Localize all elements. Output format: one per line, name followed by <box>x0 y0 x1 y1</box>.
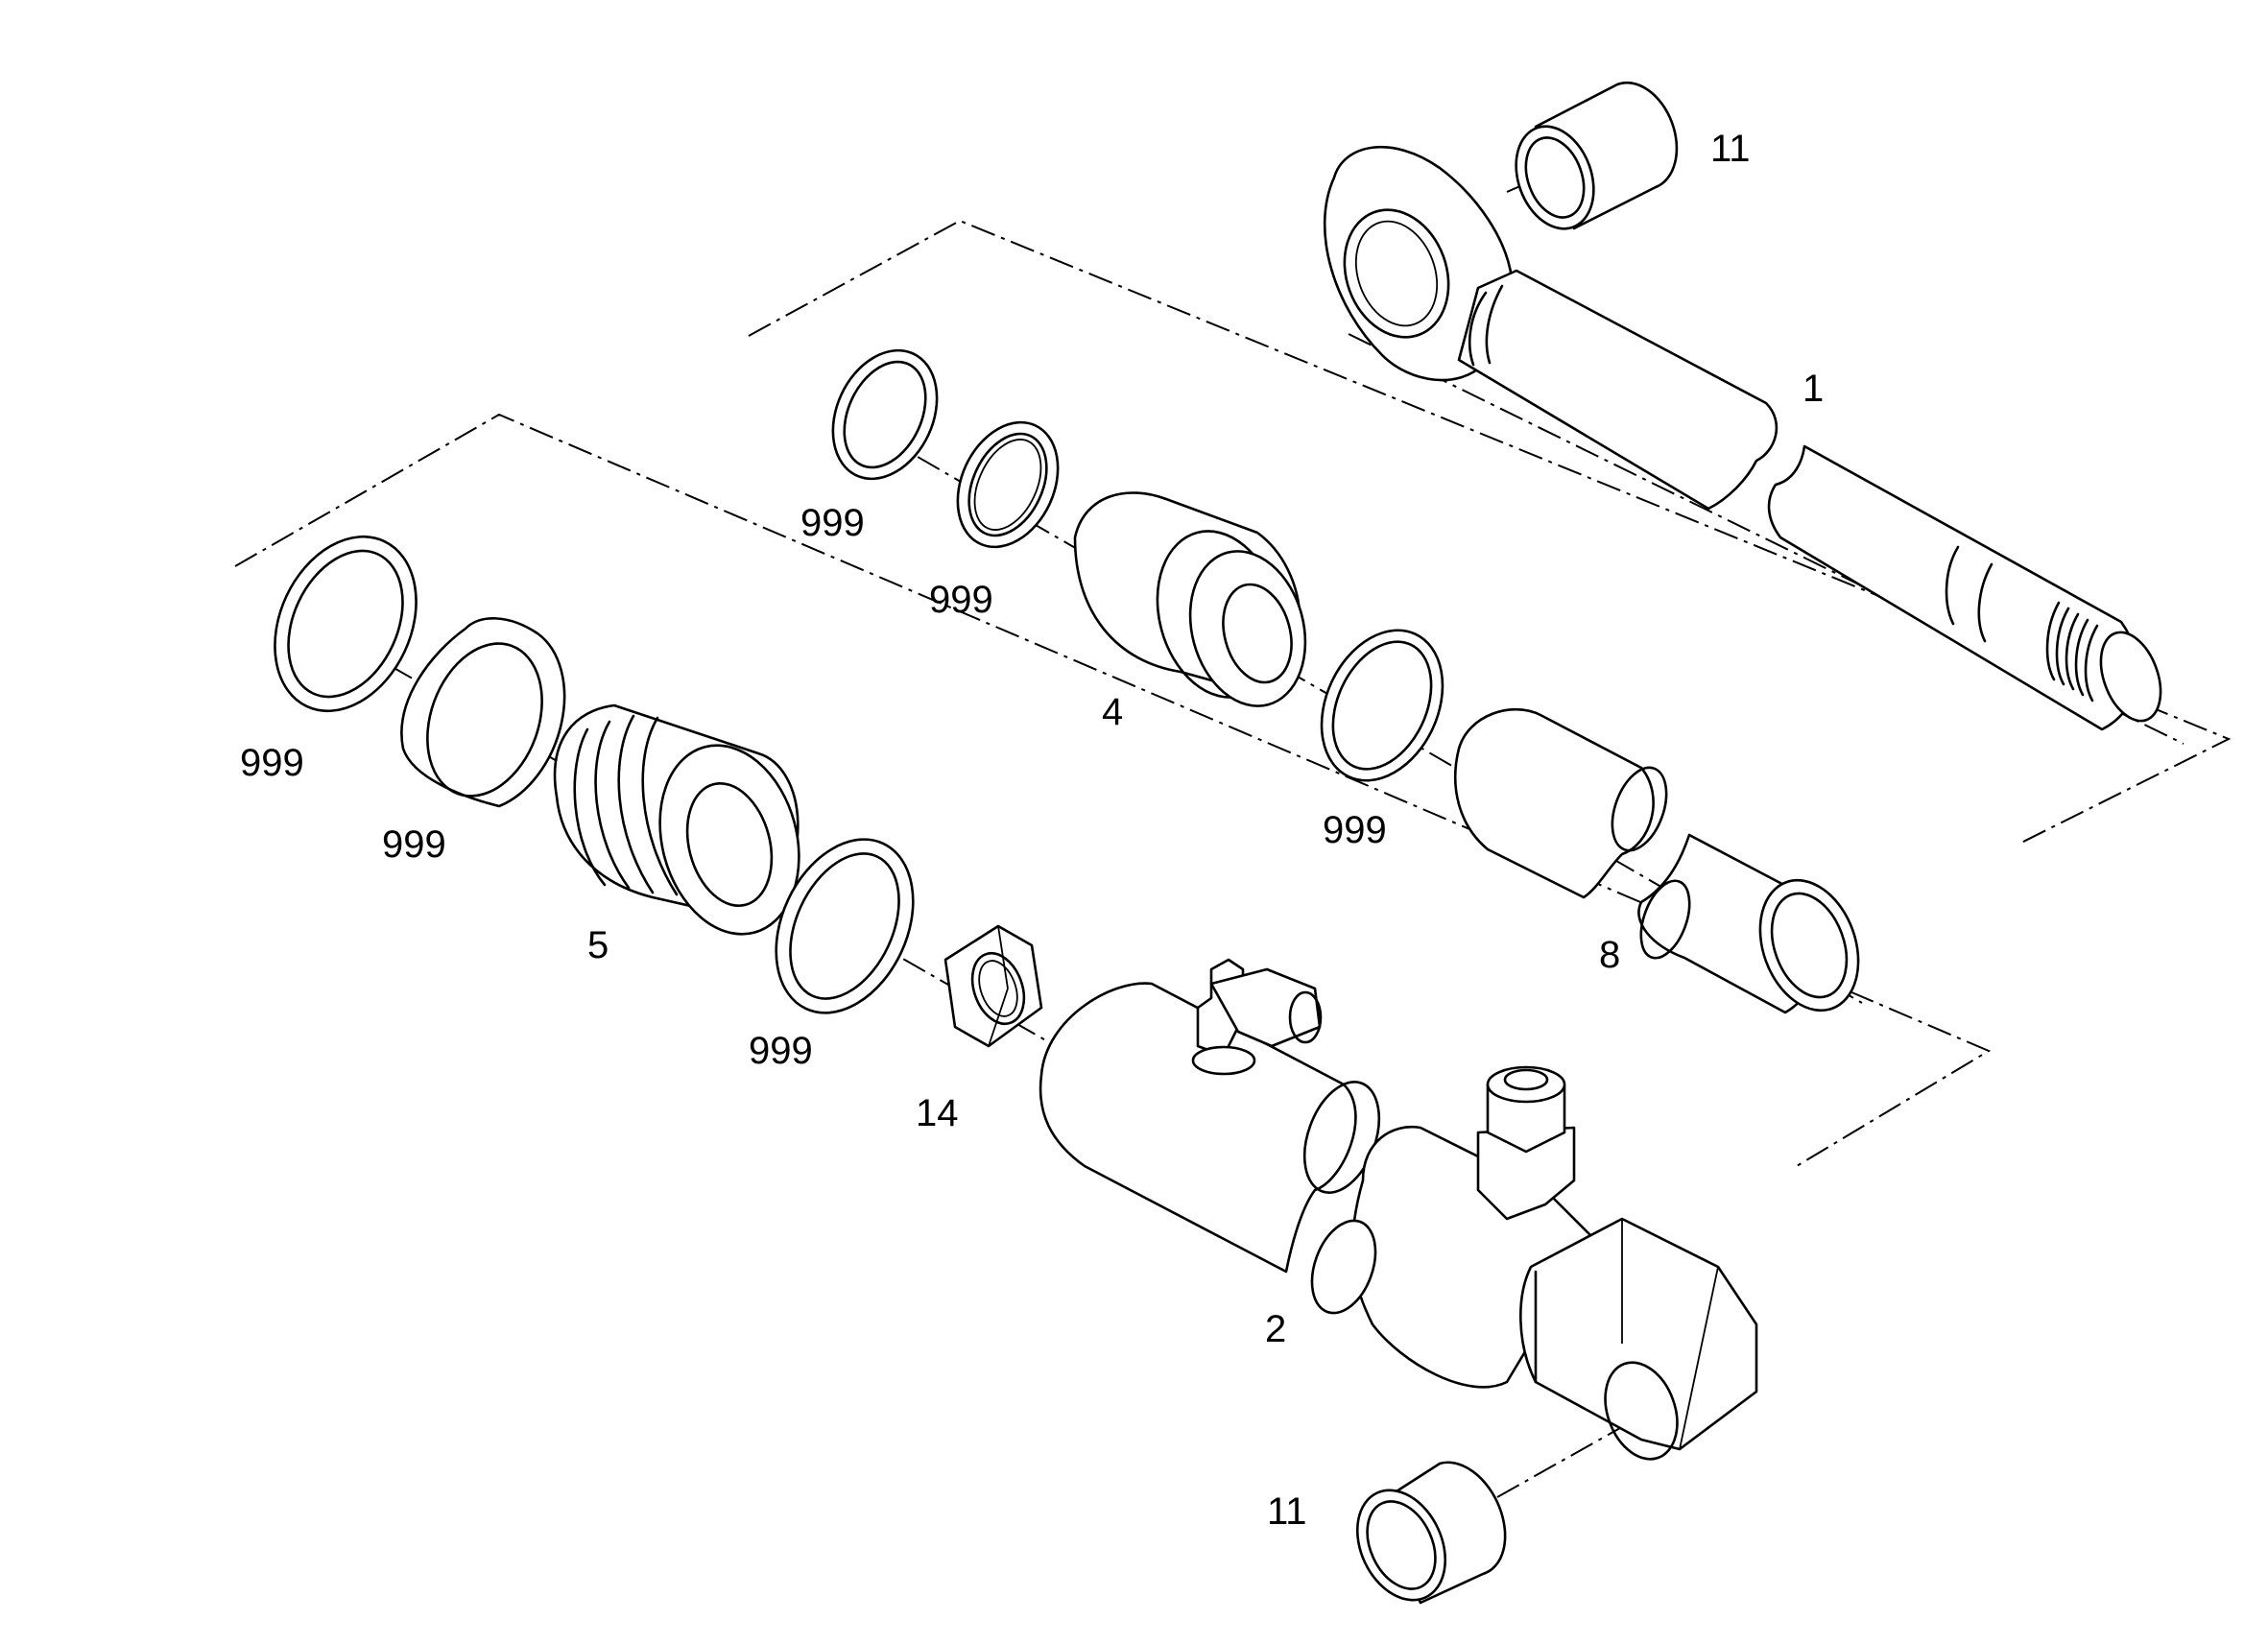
callout-999-c: 999 <box>1323 809 1387 851</box>
bushing-bottom <box>1355 1461 1507 1605</box>
seal-999-e <box>400 617 566 808</box>
cylinder-body <box>1310 1065 1758 1461</box>
callout-999-a: 999 <box>800 502 865 544</box>
callout-part-14: 14 <box>916 1092 959 1134</box>
piston-rod <box>1323 146 2162 731</box>
gland <box>1073 491 1307 707</box>
callout-part-1: 1 <box>1802 368 1824 410</box>
seal-999-d <box>274 535 418 713</box>
callouts: 11 1 999 999 4 999 8 999 999 5 999 14 2 … <box>240 128 1824 1533</box>
callout-part-2: 2 <box>1265 1308 1286 1350</box>
callout-part-11-bottom: 11 <box>1267 1490 1307 1533</box>
callout-part-5: 5 <box>587 924 609 966</box>
callout-part-8: 8 <box>1599 934 1620 976</box>
seal-999-f <box>775 838 915 1014</box>
callout-part-4: 4 <box>1102 691 1123 733</box>
callout-999-b: 999 <box>929 579 993 621</box>
callout-999-f: 999 <box>749 1030 813 1072</box>
spacer-tube <box>1453 707 1860 1014</box>
hex-nut <box>943 924 1043 1048</box>
piston-assembly-frame <box>234 413 1992 1167</box>
seal-999-c <box>1320 629 1444 782</box>
callout-999-d: 999 <box>240 742 304 784</box>
piston <box>553 703 800 936</box>
callout-part-11-top: 11 <box>1710 128 1751 170</box>
bushing-top <box>1515 81 1679 230</box>
cylinder-barrel <box>1039 958 1381 1274</box>
seal-999-a <box>831 348 939 481</box>
callout-999-e: 999 <box>382 823 446 866</box>
seal-999-b <box>956 420 1060 549</box>
